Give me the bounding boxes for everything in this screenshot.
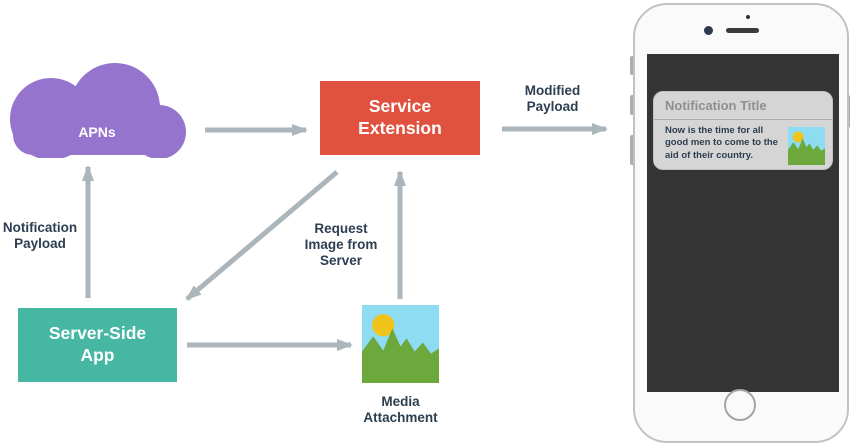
phone-mute-switch	[630, 56, 634, 75]
notification-header: Notification Title	[654, 92, 832, 120]
service-extension-node: Service Extension	[320, 81, 480, 155]
proximity-sensor-dot	[746, 15, 750, 19]
home-button[interactable]	[724, 389, 756, 421]
phone-volume-down-button	[630, 135, 634, 165]
apns-label: APNs	[78, 124, 116, 140]
front-camera-icon	[704, 26, 713, 35]
notification-title: Notification Title	[665, 98, 767, 113]
request-image-label: Request Image from Server	[304, 221, 378, 268]
iphone-mockup: Notification Title Now is the time for a…	[633, 3, 849, 443]
notification-payload-label: Notification Payload	[2, 220, 78, 251]
notification-banner[interactable]: Notification Title Now is the time for a…	[653, 91, 833, 170]
notification-thumbnail-image	[788, 127, 825, 165]
service-extension-label: Service Extension	[358, 96, 442, 138]
cloud-shape	[10, 63, 186, 158]
media-attachment-image-icon	[362, 305, 439, 383]
earpiece-speaker	[726, 28, 759, 33]
modified-payload-label: Modified Payload	[524, 83, 581, 114]
server-side-app-label: Server-Side App	[48, 323, 147, 365]
notification-body-text: Now is the time for all good men to come…	[665, 125, 778, 161]
phone-screen: Notification Title Now is the time for a…	[647, 54, 839, 392]
server-side-app-node: Server-Side App	[18, 308, 177, 382]
apns-cloud-node: APNs	[10, 63, 186, 158]
media-attachment-label: Media Attachment	[363, 394, 438, 425]
phone-volume-up-button	[630, 95, 634, 115]
